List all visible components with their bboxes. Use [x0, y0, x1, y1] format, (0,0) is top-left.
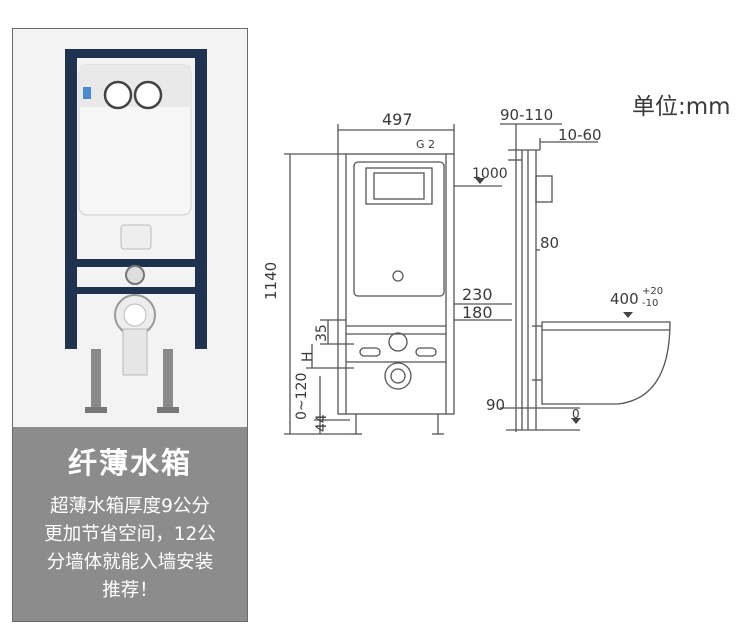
dim-bowl-height: 400 — [610, 290, 639, 308]
caption-line: 更加节省空间，12公 — [44, 524, 216, 545]
dim-total-height: 1140 — [262, 262, 280, 300]
dim-H: H — [300, 351, 316, 362]
dim-80: 80 — [540, 234, 559, 252]
dim-bowl-tol-minus: -10 — [642, 298, 658, 309]
unit-label: 单位:mm — [632, 94, 731, 120]
product-caption: 纤薄水箱 超薄水箱厚度9公分 更加节省空间，12公 分墙体就能入墙安装 推荐！ — [13, 427, 247, 621]
dim-0-120: 0~120 — [294, 373, 310, 420]
dimension-drawing: 单位:mm 497 G 2 1000 1140 230 180 35 H 0~1… — [262, 94, 731, 435]
dim-180: 180 — [462, 303, 493, 322]
caption-body: 超薄水箱厚度9公分 更加节省空间，12公 分墙体就能入墙安装 推荐！ — [21, 493, 239, 605]
cistern-frame-illustration — [65, 49, 207, 413]
caption-line: 分墙体就能入墙安装 — [46, 552, 214, 573]
dim-90: 90 — [486, 396, 505, 414]
dim-bowl-tol-plus: +20 — [642, 286, 663, 297]
dim-height-1000: 1000 — [472, 166, 508, 182]
dim-90-110: 90-110 — [500, 106, 553, 124]
dim-slope: G 2 — [416, 138, 435, 151]
dim-44: 44 — [314, 414, 330, 432]
caption-title: 纤薄水箱 — [67, 446, 192, 480]
caption-line: 推荐！ — [102, 580, 158, 601]
dim-35: 35 — [314, 324, 330, 342]
dim-10-60: 10-60 — [558, 126, 602, 144]
dim-front-width: 497 — [382, 110, 413, 129]
product-card: 纤薄水箱 超薄水箱厚度9公分 更加节省空间，12公 分墙体就能入墙安装 推荐！ — [12, 28, 248, 622]
dim-zero: 0 — [572, 407, 580, 421]
dim-230: 230 — [462, 285, 493, 304]
product-photo — [13, 29, 247, 427]
caption-line: 超薄水箱厚度9公分 — [50, 496, 210, 517]
technical-drawing: 单位:mm 497 G 2 1000 1140 230 180 35 H 0~1… — [250, 0, 750, 630]
